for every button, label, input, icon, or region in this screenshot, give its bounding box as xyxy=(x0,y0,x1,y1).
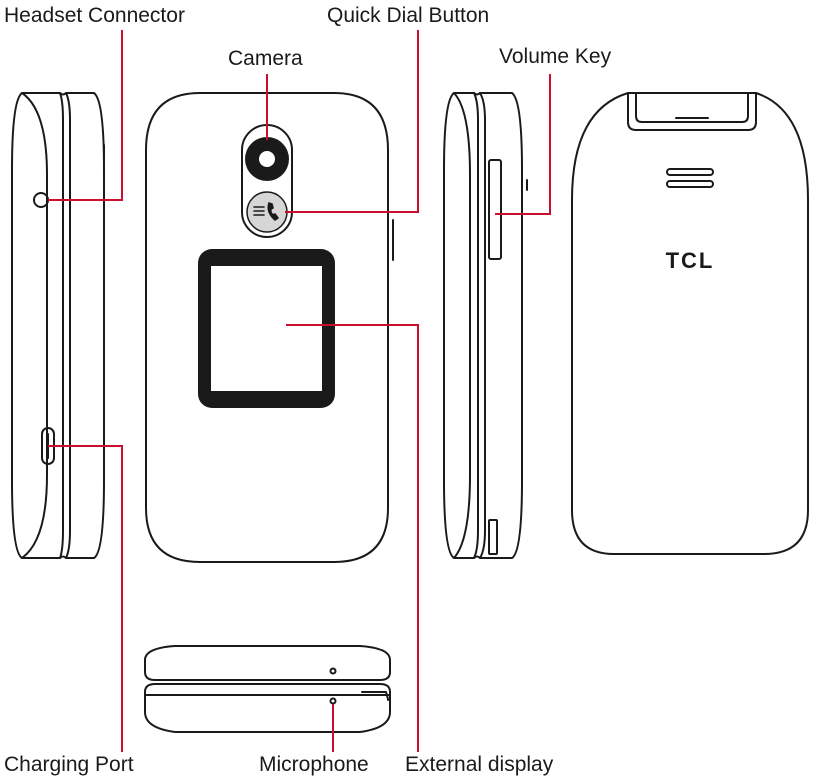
label-microphone: Microphone xyxy=(259,753,369,776)
speaker-grille xyxy=(666,168,714,176)
leader-external-display xyxy=(286,324,419,752)
label-volume-key: Volume Key xyxy=(499,45,612,68)
leader-charging-port xyxy=(48,445,123,752)
label-camera: Camera xyxy=(228,47,303,70)
label-charging-port: Charging Port xyxy=(4,753,134,776)
label-quick-dial-button: Quick Dial Button xyxy=(327,4,490,27)
back-hinge xyxy=(627,92,757,131)
tcl-logo: TCL xyxy=(666,248,715,273)
right-side-view xyxy=(443,92,528,559)
leader-headset-connector xyxy=(48,30,123,201)
phone-quick-dial-icon xyxy=(253,202,279,221)
leader-lines xyxy=(48,30,551,752)
front-view xyxy=(145,92,394,563)
bottom-view xyxy=(144,645,391,733)
leader-volume-key xyxy=(495,74,551,215)
label-external-display: External display xyxy=(405,753,554,776)
front-body xyxy=(145,92,389,563)
external-display-screen xyxy=(211,266,322,391)
microphone-hole xyxy=(329,697,337,705)
left-side-view xyxy=(11,92,105,559)
quick-dial-button xyxy=(246,191,288,233)
volume-key xyxy=(488,159,502,260)
back-body xyxy=(571,92,809,555)
label-headset-connector: Headset Connector xyxy=(4,4,185,27)
leader-quick-dial-button xyxy=(285,30,419,213)
back-view xyxy=(571,92,809,555)
headset-jack xyxy=(33,192,49,208)
